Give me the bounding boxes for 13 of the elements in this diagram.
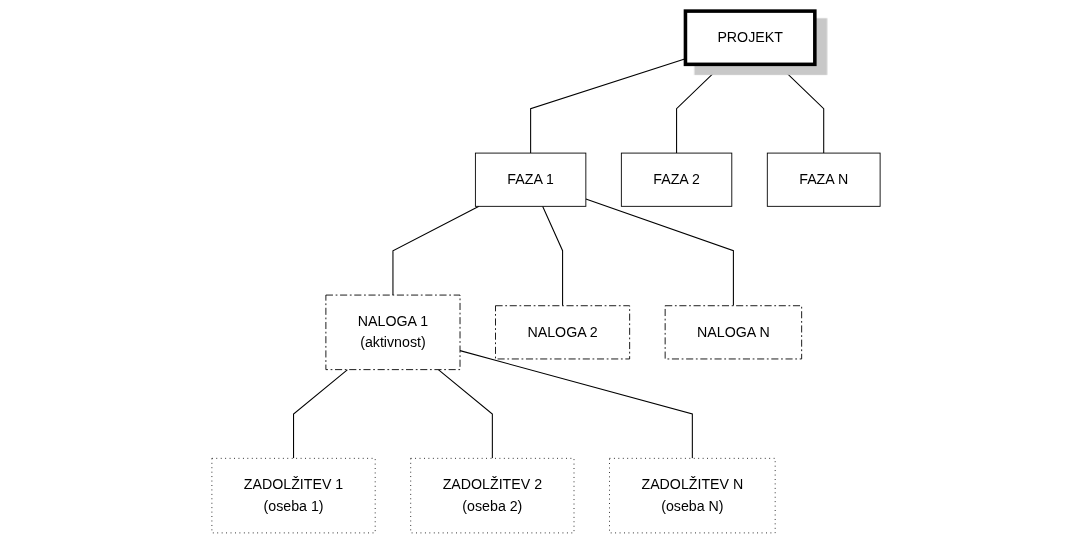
node-box: NALOGA N <box>664 305 803 360</box>
node-box: FAZA 2 <box>620 152 733 207</box>
connector <box>459 350 693 459</box>
connector <box>585 198 734 307</box>
connector <box>293 369 349 459</box>
node-box: PROJEKT <box>683 9 817 67</box>
node-box: FAZA 1 <box>474 152 587 207</box>
connector <box>542 205 564 307</box>
node-box: NALOGA 1 (aktivnost) <box>325 294 461 371</box>
node-box: NALOGA 2 <box>495 305 631 360</box>
connector <box>437 369 493 459</box>
node-box: FAZA N <box>766 152 881 207</box>
connector <box>392 205 480 296</box>
